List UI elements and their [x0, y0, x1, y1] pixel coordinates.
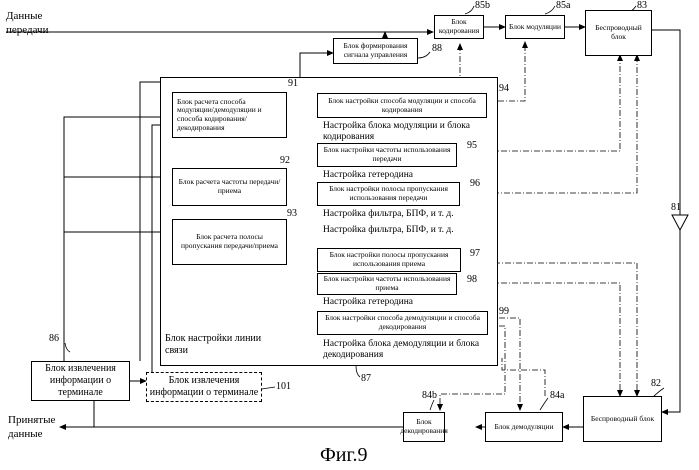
ref-99: 99 — [499, 306, 509, 317]
demodulation-block: Блок демодуляции — [485, 412, 563, 442]
filter-setting-note-2: Настройка фильтра, БПФ, и т. д. — [323, 225, 454, 235]
ref-84a: 84a — [550, 390, 564, 401]
ref-83: 83 — [637, 0, 647, 11]
ref-81: 81 — [671, 202, 681, 213]
demod-decoding-setting-note: Настройка блока демодуляции и блока деко… — [323, 339, 498, 361]
link-setup-block-label: Блок настройки линии связи — [165, 333, 275, 357]
antenna-icon — [672, 215, 688, 230]
wireless-rx-block: Беспроводный блок — [583, 396, 662, 442]
calc-modulation-block: Блок расчета способа модуляции/демодуляц… — [172, 92, 287, 138]
ref-85b: 85b — [475, 0, 490, 11]
ref-95: 95 — [467, 140, 477, 151]
set-tx-frequency-block: Блок настройки частоты использования пер… — [317, 143, 457, 167]
ref-93: 93 — [287, 208, 297, 219]
calc-bandwidth-block: Блок расчета полосы пропускания передачи… — [172, 219, 287, 265]
lo-setting-note-1: Настройка гетеродина — [323, 170, 413, 180]
lo-setting-note-2: Настройка гетеродина — [323, 297, 413, 307]
set-modulation-block: Блок настройки способа модуляции и спосо… — [317, 93, 487, 118]
terminal-info-block: Блок извлечения информации о терминале — [31, 361, 130, 401]
ref-88: 88 — [432, 43, 442, 54]
wireless-tx-block: Беспроводный блок — [585, 10, 652, 56]
set-tx-bandwidth-block: Блок настройки полосы пропускания исполь… — [317, 182, 460, 206]
rx-data-label-line2: данные — [8, 428, 43, 440]
rx-data-label-line1: Принятые — [8, 414, 55, 426]
tx-data-label-line2: передачи — [6, 24, 48, 36]
set-rx-frequency-block: Блок настройки частоты использования при… — [317, 273, 457, 295]
modulation-block: Блок модуляции — [505, 15, 565, 39]
figure-caption: Фиг.9 — [320, 444, 367, 467]
ref-97: 97 — [470, 248, 480, 259]
terminal-info-dashed-block: Блок извлечения информации о терминале — [146, 372, 262, 402]
ref-86: 86 — [49, 333, 59, 344]
ref-87: 87 — [361, 373, 371, 384]
ref-101: 101 — [276, 381, 291, 392]
ref-94: 94 — [499, 83, 509, 94]
set-rx-bandwidth-block: Блок настройки полосы пропускания исполь… — [317, 248, 461, 272]
ref-82: 82 — [651, 378, 661, 389]
set-demodulation-block: Блок настройки способа демодуляции и спо… — [317, 311, 488, 335]
calc-frequency-block: Блок расчета частоты передачи/приема — [172, 168, 287, 206]
ref-84b: 84b — [422, 390, 437, 401]
tx-data-label-line1: Данные — [6, 10, 42, 22]
ref-91: 91 — [288, 78, 298, 89]
control-signal-block: Блок формирования сигнала управления — [333, 38, 418, 64]
decoding-block: Блок декодирования — [403, 412, 445, 442]
ref-85a: 85a — [556, 0, 570, 11]
coding-block: Блок кодирования — [434, 15, 484, 39]
ref-96: 96 — [470, 178, 480, 189]
ref-92: 92 — [280, 155, 290, 166]
filter-setting-note-1: Настройка фильтра, БПФ, и т. д. — [323, 209, 454, 219]
ref-98: 98 — [467, 274, 477, 285]
